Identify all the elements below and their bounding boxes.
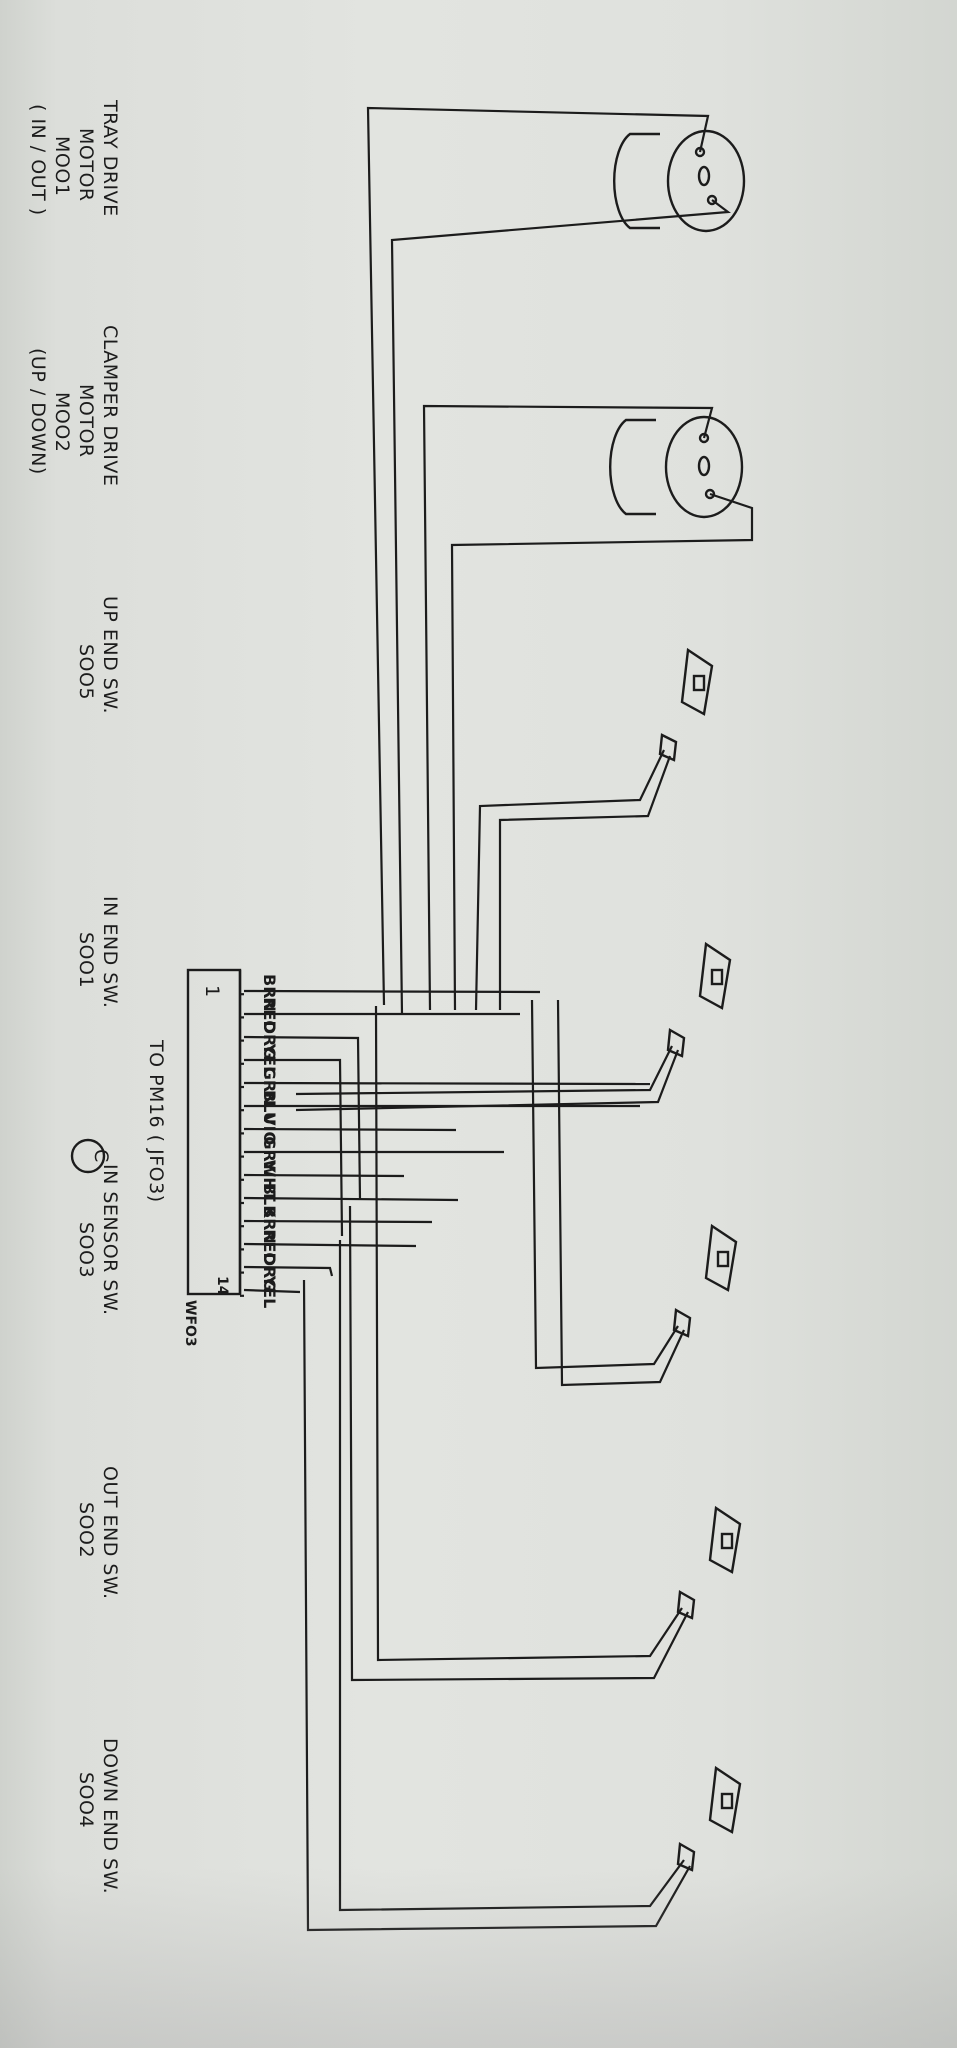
clamper-motor-line-3: MOO2 [51,392,73,452]
down-end-switch-label: DOWN END SW. SOO4 [75,1738,121,1894]
wire-label: RED [260,997,279,1034]
tray-drive-motor-symbol [366,106,746,1016]
connector-name: WFO3 [182,1300,198,1347]
in-sensor-switch-label: IN SENSOR SW. SOO3 [75,1164,121,1316]
wire-label: ORG [260,1020,279,1059]
destination-circle-c: C [70,1138,112,1174]
up-end-switch-symbol [474,647,714,1011]
wire-label: GRN [260,1067,279,1106]
connector-wire-runs [243,989,651,1294]
wire-label: YEL [260,1043,279,1077]
clamper-motor-line-2: MOTOR [75,384,97,458]
clamper-motor-line-1: CLAMPER DRIVE [99,325,121,486]
destination-label: TO PM16 ( JFO3) [145,1039,167,1203]
wire-label: GRY [260,1136,279,1173]
wire-label: RED [260,1229,279,1266]
up-end-switch-label: UP END SW. SOO5 [75,596,121,714]
wire-label: BRN [260,974,279,1012]
out-end-sw-line-1: OUT END SW. [99,1466,121,1600]
up-end-sw-line-1: UP END SW. [99,596,121,714]
up-end-sw-line-2: SOO5 [75,644,97,700]
down-end-switch-symbol [302,1240,742,1932]
wire-label: VIO [260,1113,279,1145]
connector-pin-first: 1 [201,985,223,998]
wire-label: ORG [260,1252,279,1291]
in-end-switch-label: IN END SW. SOO1 [75,896,121,1008]
in-end-switch-symbol [295,941,732,1112]
in-sensor-switch-symbol [530,999,738,1387]
tray-motor-line-4: ( IN / OUT ) [27,104,49,216]
tray-motor-line-3: MOO1 [51,136,73,196]
wire-label: BLU [260,1090,279,1125]
down-end-sw-line-1: DOWN END SW. [99,1738,121,1894]
down-end-sw-line-2: SOO4 [75,1772,97,1828]
in-sensor-sw-line-1: IN SENSOR SW. [99,1164,121,1316]
out-end-sw-line-2: SOO2 [75,1502,97,1558]
wire-label: YEL [260,1275,279,1309]
connector-wire-labels: BRNREDORGYELGRNBLUVIOGRYWHTBLKBRNREDORGY… [240,974,279,1308]
clamper-drive-motor-label: CLAMPER DRIVE MOTOR MOO2 (UP / DOWN) [27,325,121,486]
out-end-switch-symbol [348,1005,742,1682]
in-sensor-sw-line-2: SOO3 [75,1222,97,1278]
connector-pin-last: 14 [214,1276,230,1296]
clamper-drive-motor-symbol [422,404,754,1011]
destination-circle-letter: C [90,1149,112,1163]
connector-wf03 [186,968,242,1296]
in-end-sw-line-2: SOO1 [75,932,97,988]
wire-label: WHT [260,1160,279,1202]
tray-motor-line-1: TRAY DRIVE [99,99,121,217]
tray-motor-line-2: MOTOR [75,128,97,202]
tray-drive-motor-label: TRAY DRIVE MOTOR MOO1 ( IN / OUT ) [27,99,121,217]
in-end-sw-line-1: IN END SW. [99,896,121,1008]
wire-label: BLK [260,1183,279,1218]
out-end-switch-label: OUT END SW. SOO2 [75,1466,121,1600]
clamper-motor-line-4: (UP / DOWN) [27,348,49,475]
wire-label: BRN [260,1206,279,1244]
